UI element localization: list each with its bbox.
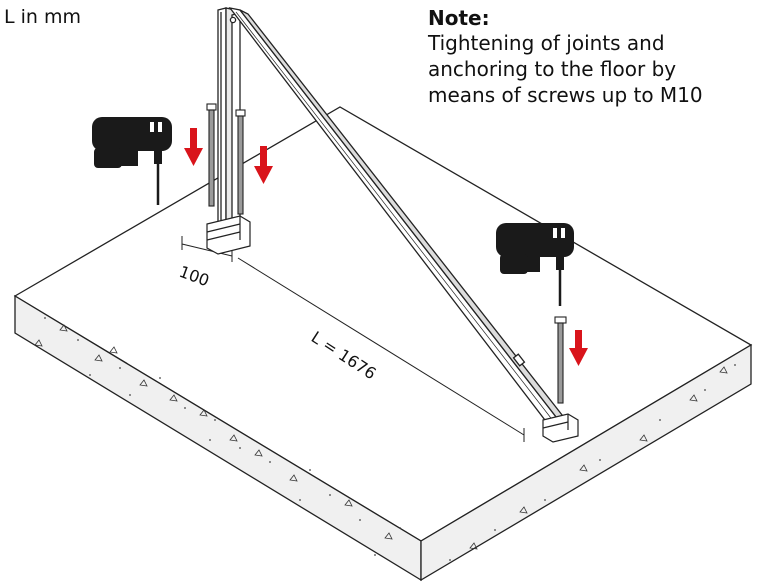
anchor-screw-left-2 xyxy=(235,109,246,215)
note-title: Note: xyxy=(428,6,490,30)
down-arrow-left-2 xyxy=(254,146,273,184)
unit-label: L in mm xyxy=(4,6,82,28)
concrete-dots xyxy=(44,317,736,561)
dim-long-line xyxy=(237,257,525,436)
vertical-profiles xyxy=(217,7,241,239)
note-line-3: means of screws up to M10 xyxy=(428,83,703,107)
drill-icon-left xyxy=(92,117,172,205)
base-bracket-left xyxy=(206,215,251,255)
note-line-1: Tightening of joints and xyxy=(428,31,665,55)
installation-note: Note: Tightening of joints and anchoring… xyxy=(428,6,768,108)
note-line-2: anchoring to the floor by xyxy=(428,57,677,81)
slab-right-face xyxy=(420,343,752,582)
base-bracket-right xyxy=(542,413,579,443)
slab-top-face xyxy=(13,106,753,542)
down-arrow-left-1 xyxy=(184,128,203,166)
anchor-screws xyxy=(206,103,567,404)
concrete-aggregate xyxy=(34,324,728,550)
direction-arrows xyxy=(184,128,588,366)
concrete-slab xyxy=(13,106,753,582)
drill-icon-right xyxy=(496,223,574,306)
anchor-screw-left-1 xyxy=(206,103,217,207)
dimension-lines xyxy=(181,236,525,442)
anchor-screw-right xyxy=(554,316,567,404)
dim-short-line xyxy=(181,243,233,257)
down-arrow-right xyxy=(569,330,588,366)
